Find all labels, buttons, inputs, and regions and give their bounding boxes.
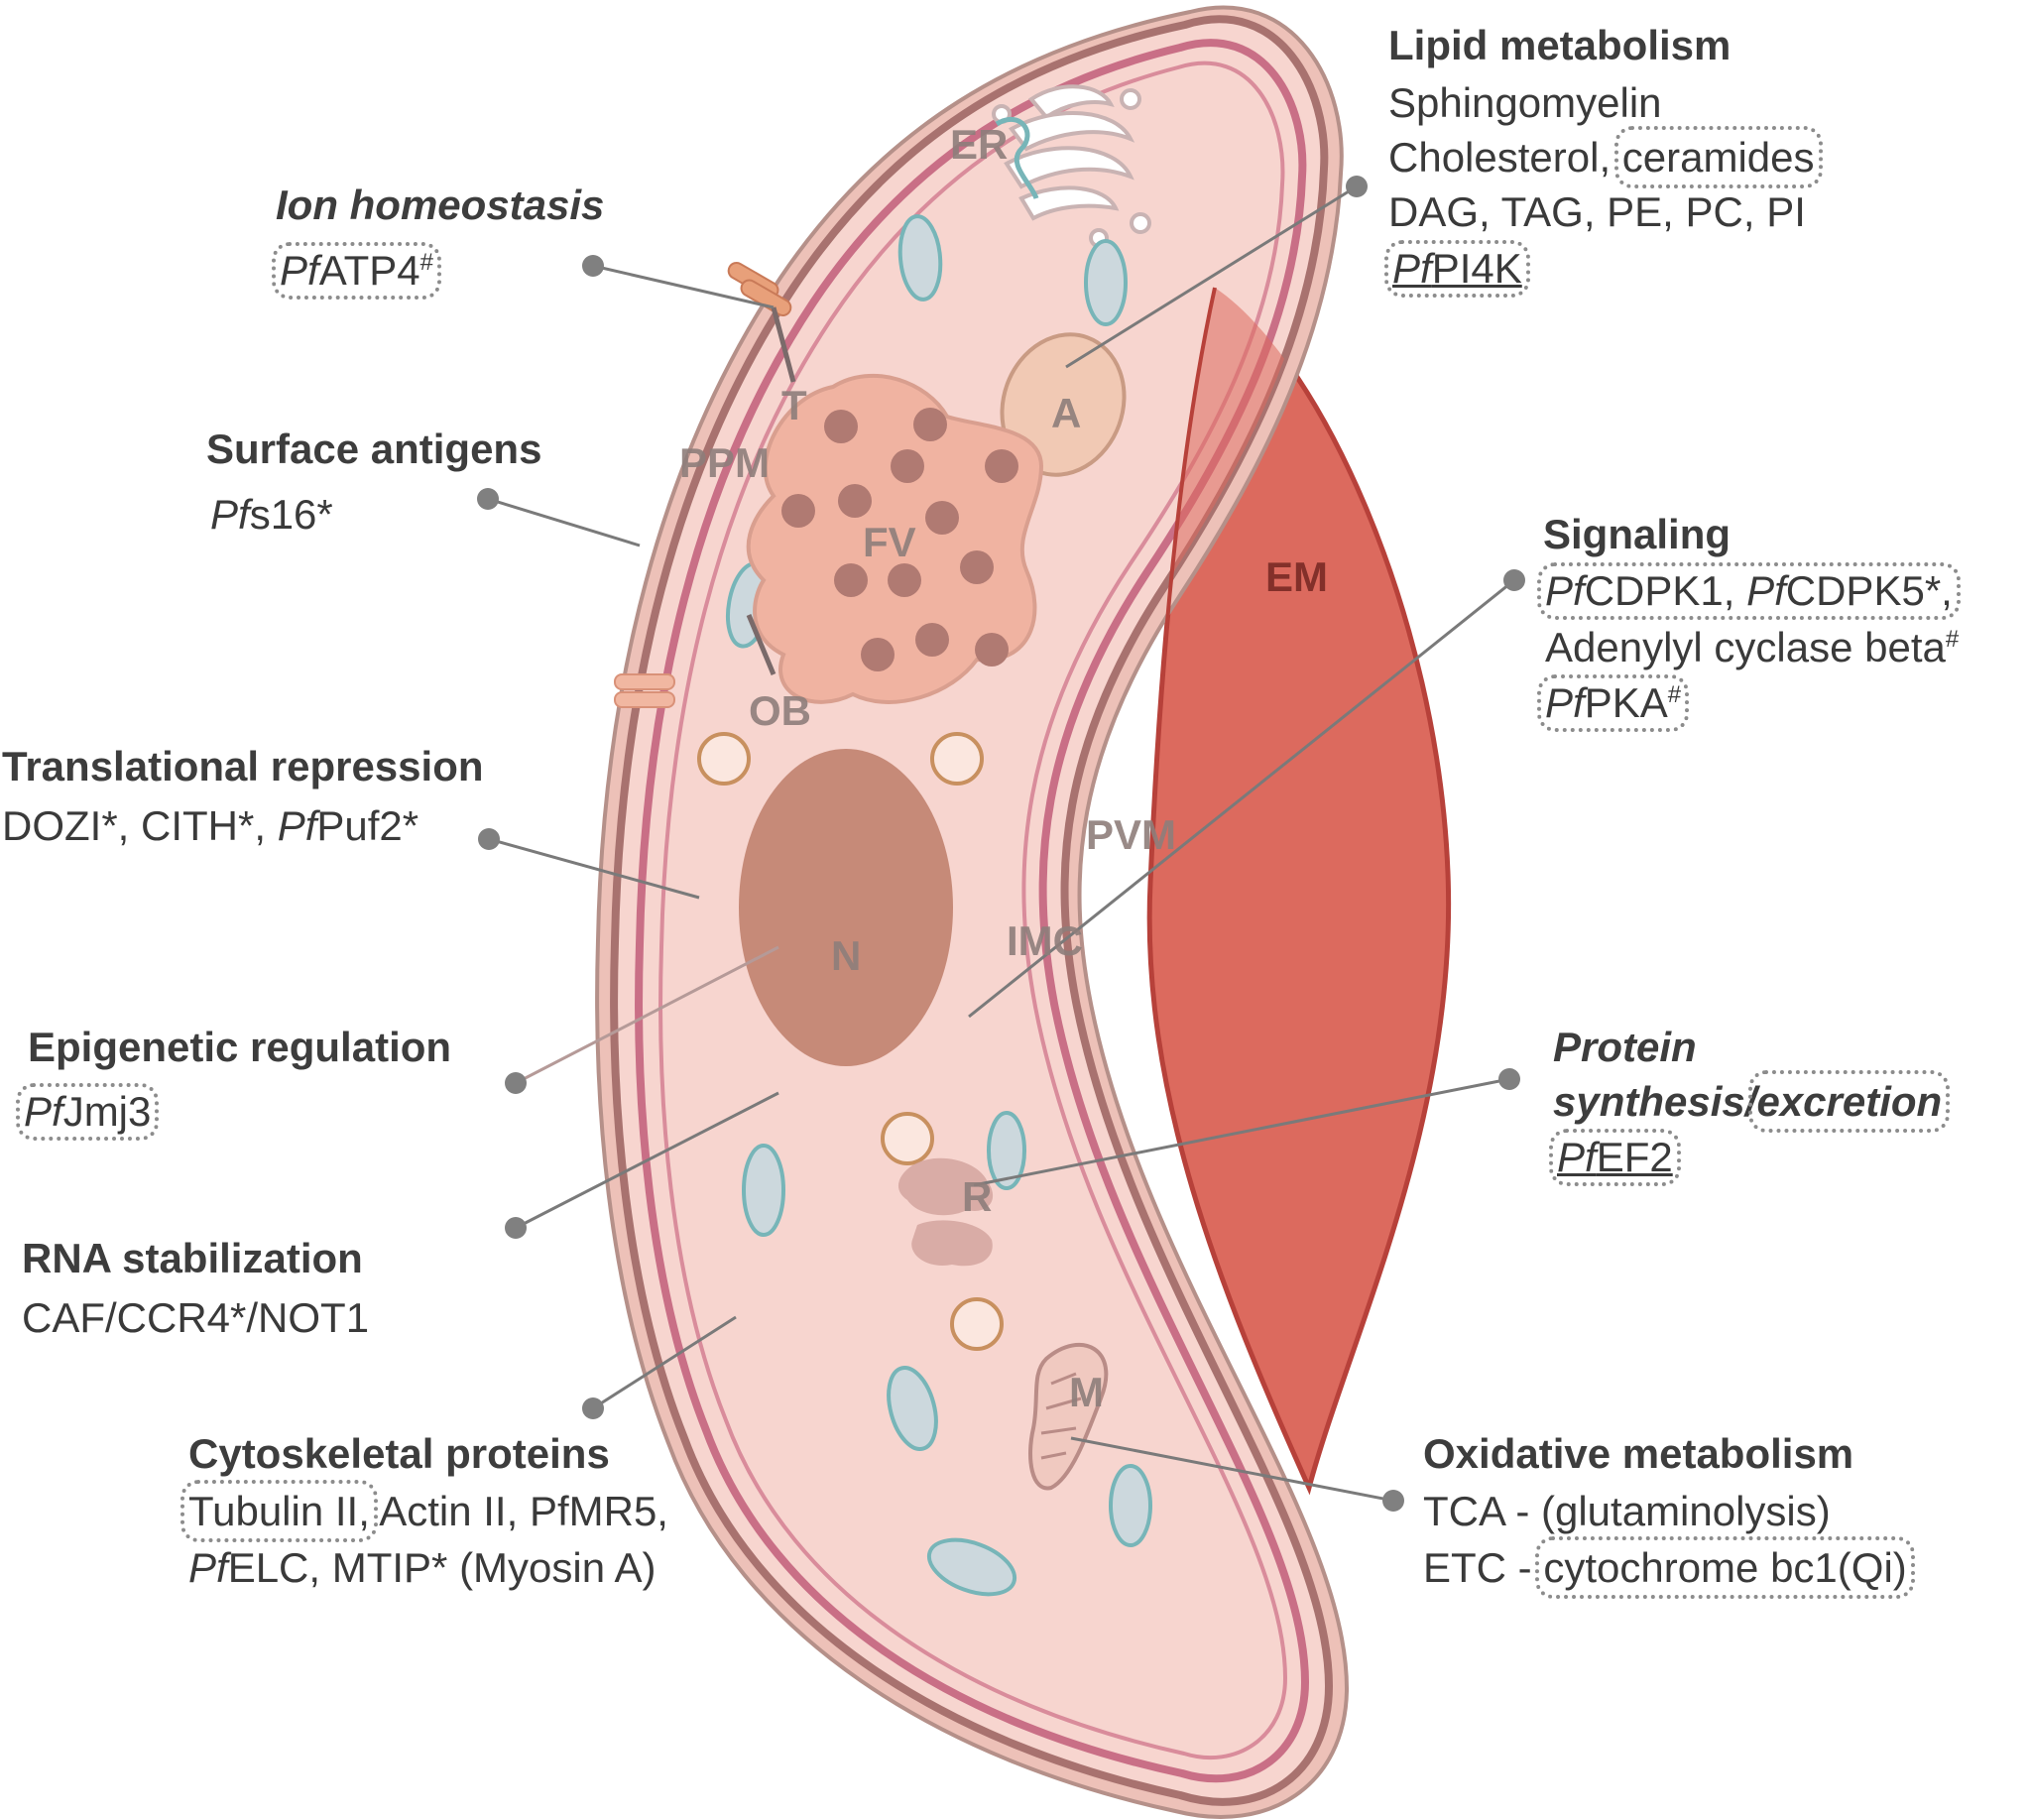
innermost-membrane bbox=[658, 61, 1288, 1759]
lipid-line3: DAG, TAG, PE, PC, PI bbox=[1388, 188, 1806, 235]
cytoskeletal-proteins-title: Cytoskeletal proteins bbox=[188, 1430, 610, 1477]
label-em: EM bbox=[1265, 553, 1328, 600]
pf-prefix: Pf bbox=[24, 1088, 63, 1135]
pf-prefix: Pf bbox=[1545, 567, 1585, 614]
label-pvm: PVM bbox=[1086, 811, 1177, 858]
surface-antigens-title: Surface antigens bbox=[206, 425, 542, 472]
translational-repression-title: Translational repression bbox=[2, 743, 484, 789]
lipid-line2: Cholesterol, ceramides bbox=[1388, 126, 1823, 188]
gene-list: DOZI*, CITH*, bbox=[2, 802, 278, 849]
ob-pointer bbox=[746, 614, 776, 675]
label-ppm: PPM bbox=[679, 439, 771, 486]
gene-name: Jmj3 bbox=[62, 1088, 152, 1135]
oxidative-text: ETC - bbox=[1423, 1544, 1544, 1591]
mark: # bbox=[1667, 681, 1682, 708]
label-er: ER bbox=[950, 121, 1009, 168]
protein-gene: PfEF2 bbox=[1549, 1129, 1681, 1186]
boxed-lipid: ceramides bbox=[1613, 126, 1823, 188]
gene-name: Adenylyl cyclase beta bbox=[1545, 624, 1946, 670]
pf-prefix: Pf bbox=[210, 491, 250, 538]
protein-title-line2: synthesis/excretion bbox=[1553, 1070, 1951, 1133]
translational-repression-genes: DOZI*, CITH*, PfPuf2* bbox=[2, 805, 418, 847]
oxidative-line2: ETC - cytochrome bc1(Qi) bbox=[1423, 1536, 1915, 1599]
pf-prefix: Pf bbox=[277, 802, 317, 849]
ribosome bbox=[897, 1157, 994, 1267]
ion-homeostasis-title: Ion homeostasis bbox=[276, 182, 605, 228]
leader-lines bbox=[487, 184, 1515, 1503]
signaling-line3: PfPKA# bbox=[1536, 674, 1690, 732]
lipid-gene: PfPI4K bbox=[1384, 240, 1530, 298]
gene-name: PI4K bbox=[1431, 245, 1522, 292]
pf-prefix: Pf bbox=[1746, 567, 1786, 614]
label-m: M bbox=[1069, 1369, 1104, 1415]
nucleus bbox=[739, 749, 953, 1066]
cytoskeletal-proteins-line1: Tubulin II, Actin II, PfMR5, bbox=[180, 1480, 668, 1542]
cytoskeletal-proteins-line2: PfELC, MTIP* (Myosin A) bbox=[188, 1547, 656, 1589]
signaling-line1: PfCDPK1, PfCDPK5*, bbox=[1537, 562, 1961, 620]
gene-name: CDPK5*, bbox=[1785, 567, 1953, 614]
surface-protein bbox=[614, 673, 675, 708]
title-part: synthesis/ bbox=[1553, 1078, 1757, 1125]
rna-stabilization-genes: CAF/CCR4*/NOT1 bbox=[22, 1294, 370, 1341]
mark: # bbox=[1945, 626, 1960, 653]
gene-name: EF2 bbox=[1596, 1134, 1673, 1180]
mitochondrion bbox=[1028, 1342, 1109, 1491]
gene-list: ELC, MTIP* (Myosin A) bbox=[227, 1544, 657, 1591]
pf-prefix: Pf bbox=[1545, 679, 1585, 726]
label-ob: OB bbox=[749, 687, 811, 734]
label-n: N bbox=[831, 932, 862, 979]
protein-title-line1: Protein bbox=[1553, 1024, 1697, 1070]
pf-prefix: Pf bbox=[1392, 245, 1432, 292]
label-fv: FV bbox=[863, 519, 916, 565]
er-sheet bbox=[995, 116, 1039, 199]
ion-homeostasis-genes: PfATP4# bbox=[272, 242, 441, 300]
label-t: T bbox=[781, 382, 807, 428]
signaling-title: Signaling bbox=[1543, 511, 1731, 557]
boxed-title-part: excretion bbox=[1748, 1070, 1951, 1133]
em-edge-line bbox=[1147, 287, 1311, 1489]
lipid-line1: Sphingomyelin bbox=[1388, 79, 1662, 126]
gene-name: ATP4 bbox=[318, 247, 420, 294]
pf-prefix: Pf bbox=[280, 247, 319, 294]
leader-dots bbox=[477, 176, 1525, 1512]
ring-vesicles bbox=[697, 732, 1004, 1351]
gene-name: s16* bbox=[249, 491, 333, 538]
gene-name: PKA bbox=[1584, 679, 1668, 726]
oxidative-line1: TCA - (glutaminolysis) bbox=[1423, 1488, 1831, 1534]
oxidative-metabolism-title: Oxidative metabolism bbox=[1423, 1430, 1854, 1477]
rna-stabilization-title: RNA stabilization bbox=[22, 1235, 363, 1281]
boxed-gene: Tubulin II, bbox=[180, 1480, 378, 1542]
pf-prefix: Pf bbox=[188, 1544, 228, 1591]
gene-list: Actin II, PfMR5, bbox=[369, 1488, 668, 1534]
label-a: A bbox=[1051, 390, 1082, 436]
lipid-text: Cholesterol, bbox=[1388, 134, 1622, 181]
er-golgi bbox=[992, 84, 1151, 248]
epigenetic-regulation-genes: PfJmj3 bbox=[15, 1083, 160, 1141]
pf-prefix: Pf bbox=[1557, 1134, 1597, 1180]
boxed-target: cytochrome bc1(Qi) bbox=[1535, 1536, 1915, 1599]
label-imc: IMC bbox=[1007, 917, 1083, 964]
label-r: R bbox=[962, 1173, 993, 1220]
epigenetic-regulation-title: Epigenetic regulation bbox=[28, 1024, 452, 1070]
gene-name: Puf2* bbox=[316, 802, 419, 849]
food-vacuole bbox=[746, 373, 1044, 704]
t-pointer bbox=[771, 306, 796, 383]
mark: # bbox=[419, 249, 433, 276]
surface-antigens-genes: Pfs16* bbox=[210, 494, 333, 536]
hemozoin-dots bbox=[781, 408, 1018, 671]
lipid-metabolism-title: Lipid metabolism bbox=[1388, 22, 1731, 68]
gene-name: CDPK1, bbox=[1584, 567, 1747, 614]
signaling-line2: Adenylyl cyclase beta# bbox=[1545, 627, 1959, 668]
